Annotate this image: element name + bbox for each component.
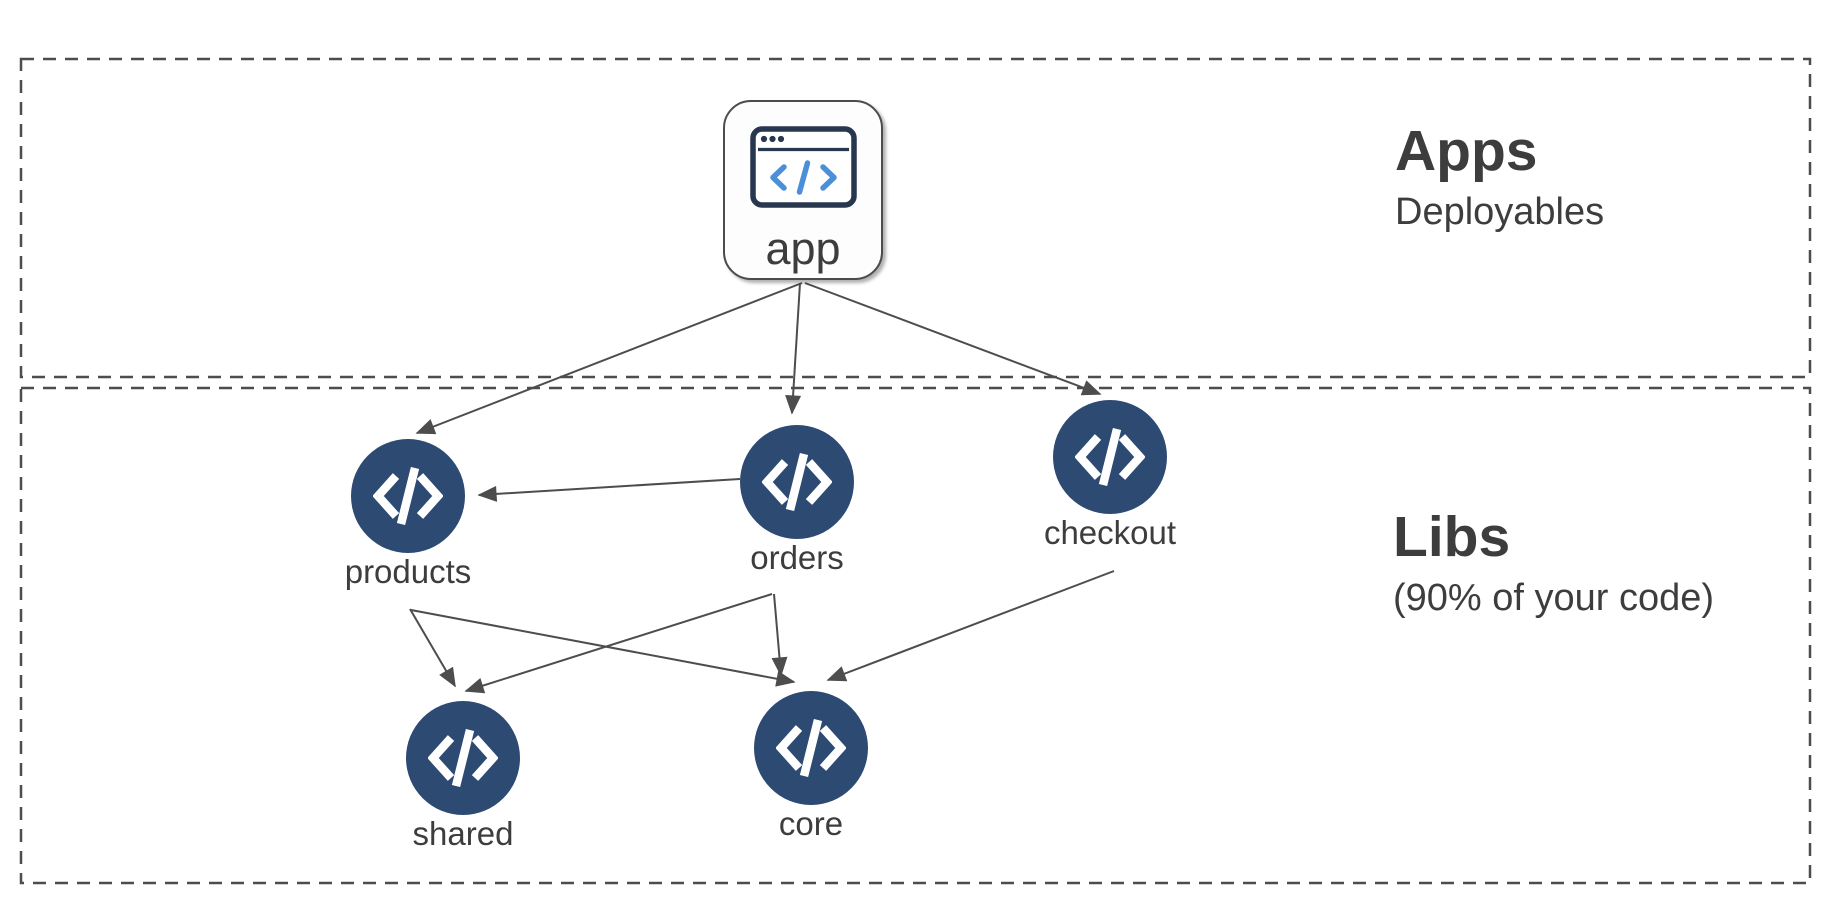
edge-app-to-products: [415, 282, 803, 435]
libs-section-title: Libs: [1393, 505, 1511, 569]
code-icon: [1075, 428, 1145, 486]
edge-orders-to-shared: [464, 593, 773, 694]
edge-products-to-core: [410, 609, 796, 687]
apps-section-subtitle: Deployables: [1395, 190, 1605, 233]
code-icon: [373, 467, 443, 525]
apps-section-title: Apps: [1395, 119, 1538, 183]
node-app-label: app: [765, 223, 841, 274]
libs-group-box: [19, 386, 1812, 885]
edge-orders-to-core: [771, 593, 788, 677]
node-app: app: [723, 100, 883, 280]
edge-products-to-shared: [409, 608, 456, 688]
browser-code-icon: [749, 126, 857, 208]
apps-section-label: Apps Deployables: [1395, 119, 1605, 235]
node-shared-label: shared: [412, 815, 514, 852]
apps-group-box: [19, 57, 1812, 379]
node-checkout-label: checkout: [1043, 514, 1177, 551]
edge-app-to-checkout: [804, 282, 1102, 396]
code-icon: [762, 453, 832, 511]
libs-section-label: Libs (90% of your code): [1393, 505, 1715, 621]
edge-checkout-to-core: [826, 570, 1115, 682]
node-checkout: checkout: [1044, 400, 1176, 551]
code-icon: [776, 719, 846, 777]
node-core-label: core: [778, 805, 844, 842]
edge-app-to-orders: [785, 282, 802, 415]
node-orders-label: orders: [750, 539, 844, 576]
node-orders: orders: [740, 425, 854, 576]
libs-section-subtitle: (90% of your code): [1393, 576, 1715, 619]
code-icon: [428, 729, 498, 787]
node-products: products: [345, 439, 471, 590]
node-products-label: products: [344, 553, 472, 590]
node-shared: shared: [406, 701, 520, 852]
node-core: core: [754, 691, 868, 842]
edge-orders-to-products: [477, 478, 741, 502]
